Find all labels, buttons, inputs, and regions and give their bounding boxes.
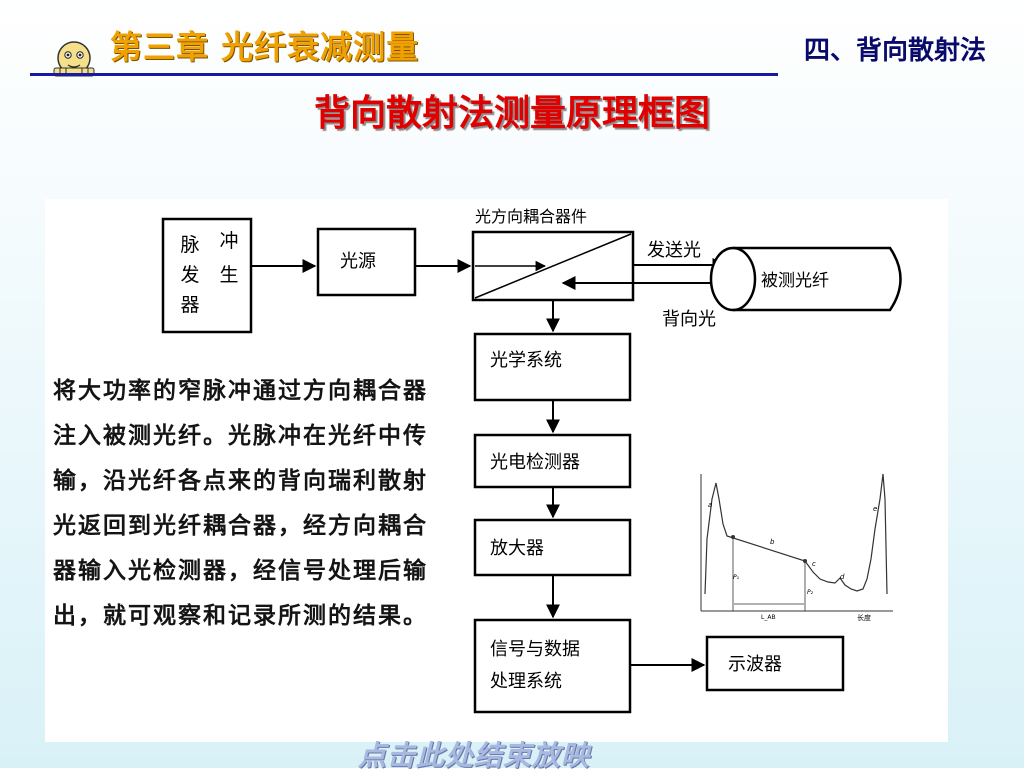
back-light-label: 背向光 xyxy=(662,309,716,330)
trace-label-c: c xyxy=(812,560,816,568)
trace-label-p2: P₂ xyxy=(807,589,814,596)
amplifier-box xyxy=(473,518,632,577)
coupler-diagonal xyxy=(474,233,632,299)
light-source-box xyxy=(316,227,417,297)
fiber-body xyxy=(733,246,902,312)
chapter-title: 第三章 光纤衰减测量 xyxy=(110,28,420,66)
slide-title: 背向散射法测量原理框图 xyxy=(313,93,710,134)
pulse-generator-char-2: 冲 xyxy=(219,230,238,252)
trace-label-p1: P₁ xyxy=(733,574,740,581)
fiber-under-test-label: 被测光纤 xyxy=(761,271,829,291)
signal-processing-label-1: 信号与数据 xyxy=(490,639,580,660)
pulse-generator-char-1: 脉 xyxy=(180,234,199,256)
coupler-label: 光方向耦合器件 xyxy=(475,207,587,226)
photodetector-box xyxy=(473,433,632,489)
pulse-generator-box xyxy=(161,217,253,334)
trace-label-e: e xyxy=(873,505,877,513)
trace-label-a: a xyxy=(708,501,712,509)
amplifier-label: 放大器 xyxy=(490,538,544,559)
end-show-link[interactable]: 点击此处结束放映 xyxy=(358,739,591,772)
description-text: 将大功率的窄脉冲通过方向耦合器注入被测光纤。光脉冲在光纤中传输，沿光纤各点来的背… xyxy=(53,377,428,629)
photodetector-label: 光电检测器 xyxy=(490,452,580,473)
trace-label-d: d xyxy=(840,573,845,581)
pulse-generator-char-4: 生 xyxy=(219,264,238,286)
signal-processing-box xyxy=(473,618,632,714)
trace-label-length: L_AB xyxy=(761,614,776,621)
trace-label-axis: 长度 xyxy=(857,613,871,622)
oscilloscope-box xyxy=(705,635,845,692)
oscilloscope-label: 示波器 xyxy=(728,654,782,675)
trace-point-c xyxy=(803,559,807,563)
send-light-label: 发送光 xyxy=(647,240,701,261)
trace-point-a xyxy=(731,535,735,539)
pulse-generator-char-3: 发 xyxy=(180,264,199,286)
light-source-label: 光源 xyxy=(340,251,376,272)
fiber-end-left xyxy=(709,246,757,312)
section-title: 四、背向散射法 xyxy=(803,36,986,66)
trace-label-b: b xyxy=(770,538,775,546)
otdr-trace: a b c d e P₁ P₂ L_AB 长度 xyxy=(700,473,893,622)
pulse-generator-char-5: 器 xyxy=(180,294,199,316)
optical-system-label: 光学系统 xyxy=(490,350,562,371)
signal-processing-label-2: 处理系统 xyxy=(490,671,562,692)
trace-curve xyxy=(704,473,888,595)
header-divider xyxy=(30,73,778,76)
block-diagram: 脉 冲 发 生 器 光源 光方向耦合器件 发送光 背向光 被测光纤 光学系统 光… xyxy=(161,207,902,714)
